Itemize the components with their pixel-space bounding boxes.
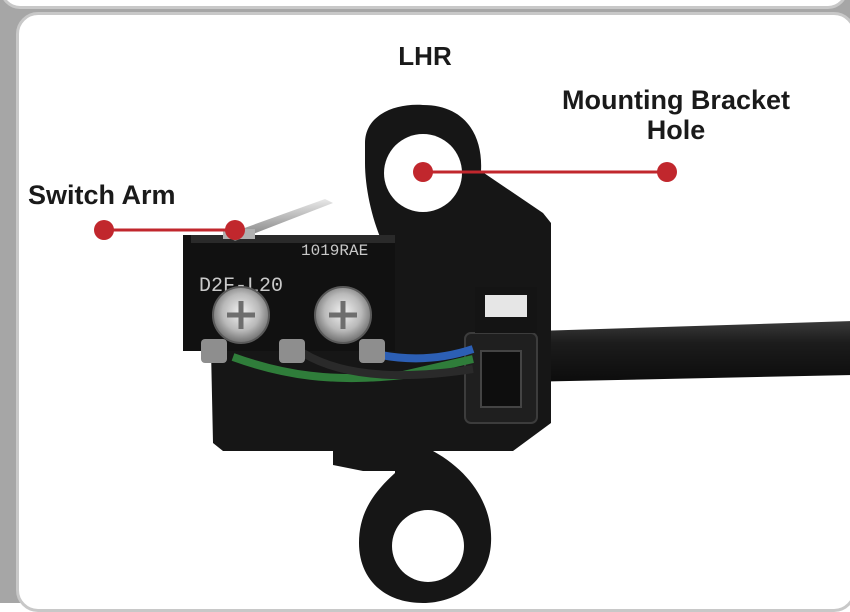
figure-title: LHR <box>398 41 452 71</box>
lower-bracket-hole <box>392 510 464 582</box>
switch-arm-label: Switch Arm <box>28 180 176 210</box>
switch-arm-marker <box>225 220 245 240</box>
mounting-bracket-label-line1: Mounting Bracket <box>561 85 790 115</box>
bracket-hole-marker-end <box>657 162 677 182</box>
photo-panel: 1019RAE D2F-L20 <box>16 12 850 612</box>
mounting-bracket-label-line2: Hole <box>646 114 706 145</box>
switch-photo: 1019RAE D2F-L20 <box>94 104 850 603</box>
mounting-bracket-hole-label: Mounting Bracket Hole <box>536 85 816 145</box>
switch-arm-marker-end <box>94 220 114 240</box>
cable <box>473 321 850 383</box>
left-screw <box>212 286 270 344</box>
upper-panel-edge <box>0 0 848 9</box>
switch-code-text: 1019RAE <box>301 242 368 260</box>
bracket-hole-marker <box>413 162 433 182</box>
right-screw <box>314 286 372 344</box>
